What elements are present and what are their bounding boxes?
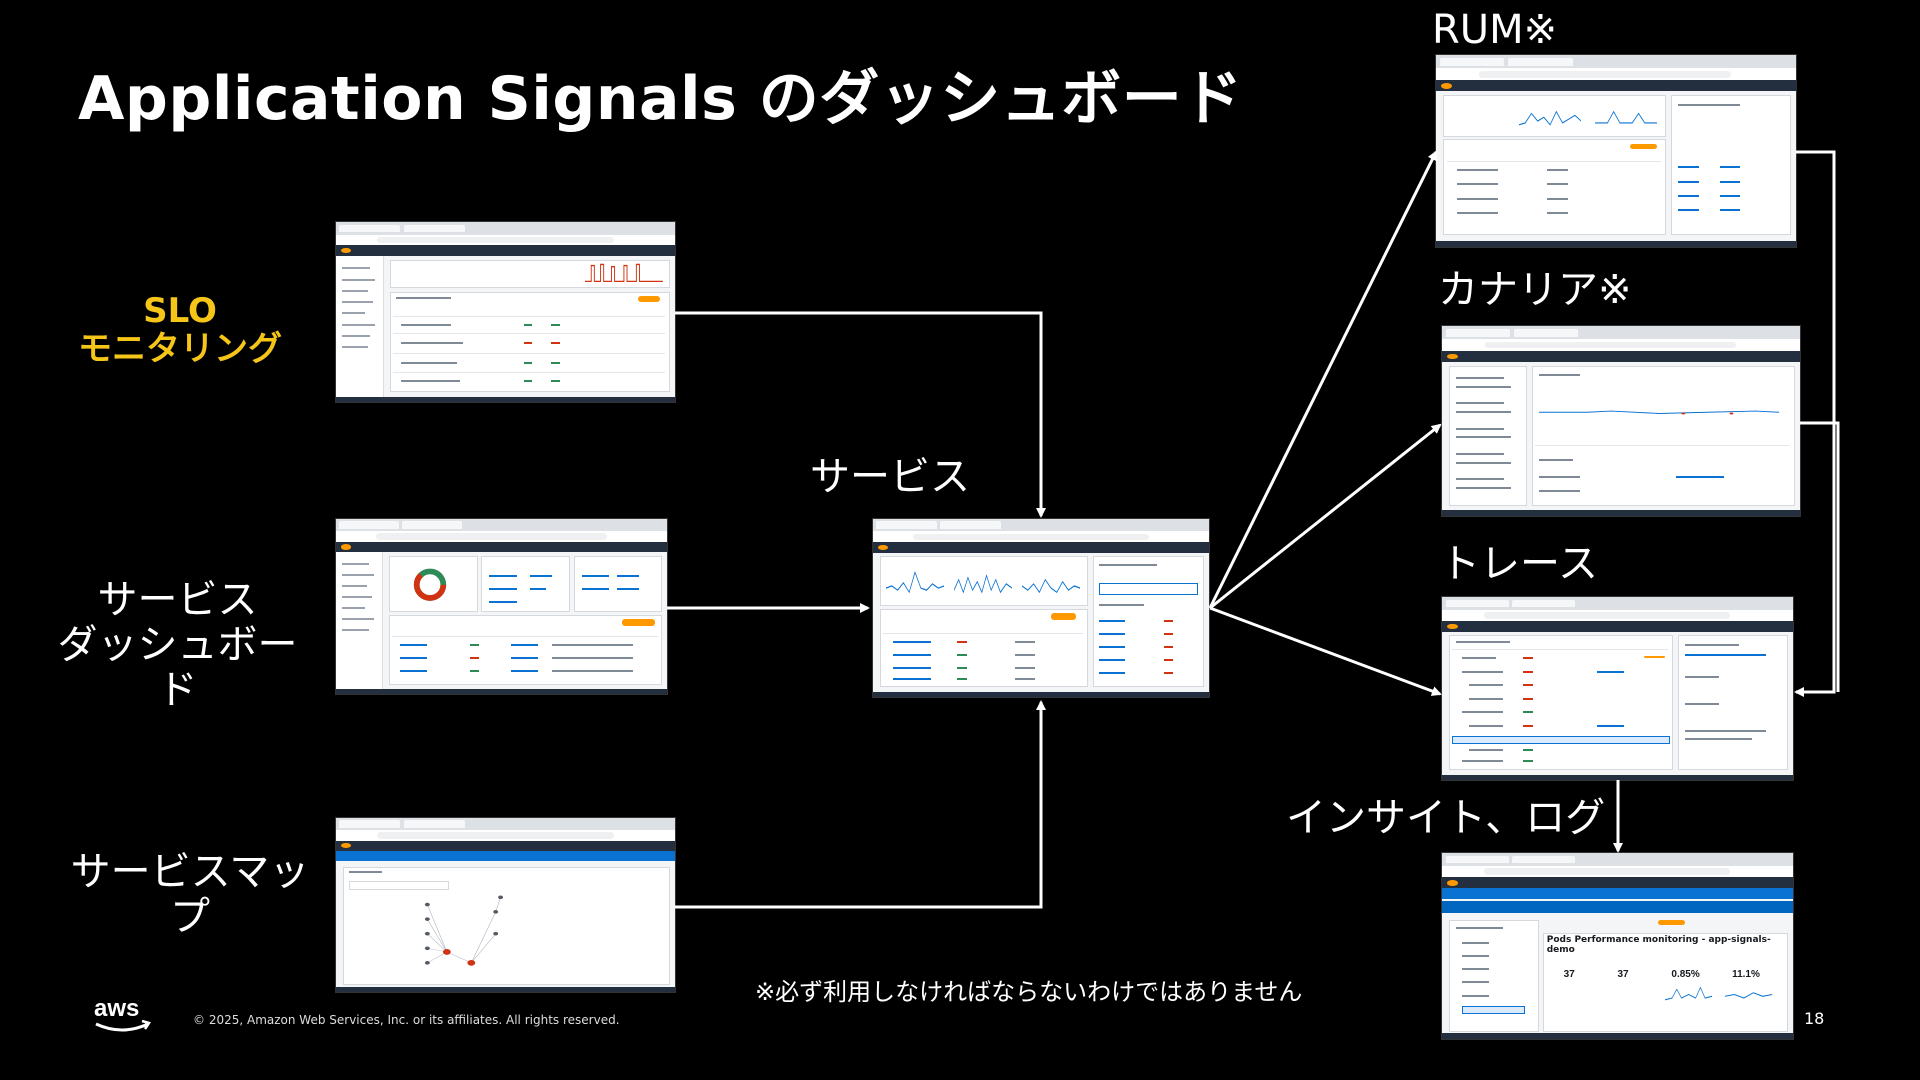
arrow-service-to-rum bbox=[1208, 150, 1438, 609]
service-map-label: サービスマップ bbox=[70, 849, 310, 940]
svg-text:aws: aws bbox=[94, 995, 139, 1022]
arrow-service-to-trace bbox=[1209, 606, 1442, 696]
service-dashboard-label: サービス ダッシュボード bbox=[57, 577, 298, 713]
trace-label: トレース bbox=[1440, 541, 1598, 587]
arrow-service-to-canary bbox=[1209, 423, 1442, 610]
metric-value-2: 37 bbox=[1617, 969, 1629, 981]
trace-screenshot bbox=[1442, 597, 1793, 780]
arrow-slo-to-service bbox=[675, 311, 1046, 518]
arrow-canary-to-trace bbox=[1800, 421, 1840, 692]
copyright: © 2025, Amazon Web Services, Inc. or its… bbox=[193, 1013, 620, 1027]
service-map-screenshot bbox=[336, 818, 675, 992]
service-dashboard-screenshot bbox=[336, 519, 667, 694]
slo-screenshot bbox=[336, 222, 675, 402]
metric-value-4: 11.1% bbox=[1732, 969, 1760, 981]
aws-logo: aws bbox=[94, 995, 151, 1032]
insights-logs-label: インサイト、ログ bbox=[1286, 795, 1606, 841]
service-screenshot bbox=[873, 519, 1209, 697]
slide-title: Application Signals のダッシュボード bbox=[78, 64, 1243, 134]
rum-screenshot bbox=[1436, 55, 1796, 247]
canary-label: カナリア※ bbox=[1438, 267, 1632, 313]
rum-label: RUM※ bbox=[1432, 7, 1558, 53]
slo-monitoring-label: SLO モニタリング bbox=[78, 291, 282, 370]
metric-value-3: 0.85% bbox=[1671, 969, 1700, 981]
arrow-map-to-service bbox=[675, 700, 1046, 909]
service-label: サービス bbox=[810, 454, 970, 500]
canary-screenshot bbox=[1442, 326, 1800, 516]
metric-value-1: 37 bbox=[1563, 969, 1575, 981]
insights-screenshot: Pods Performance monitoring - app-signal… bbox=[1442, 853, 1793, 1039]
page-number: 18 bbox=[1804, 1009, 1825, 1028]
footnote: ※必ず利用しなければならないわけではありません bbox=[755, 978, 1303, 1006]
